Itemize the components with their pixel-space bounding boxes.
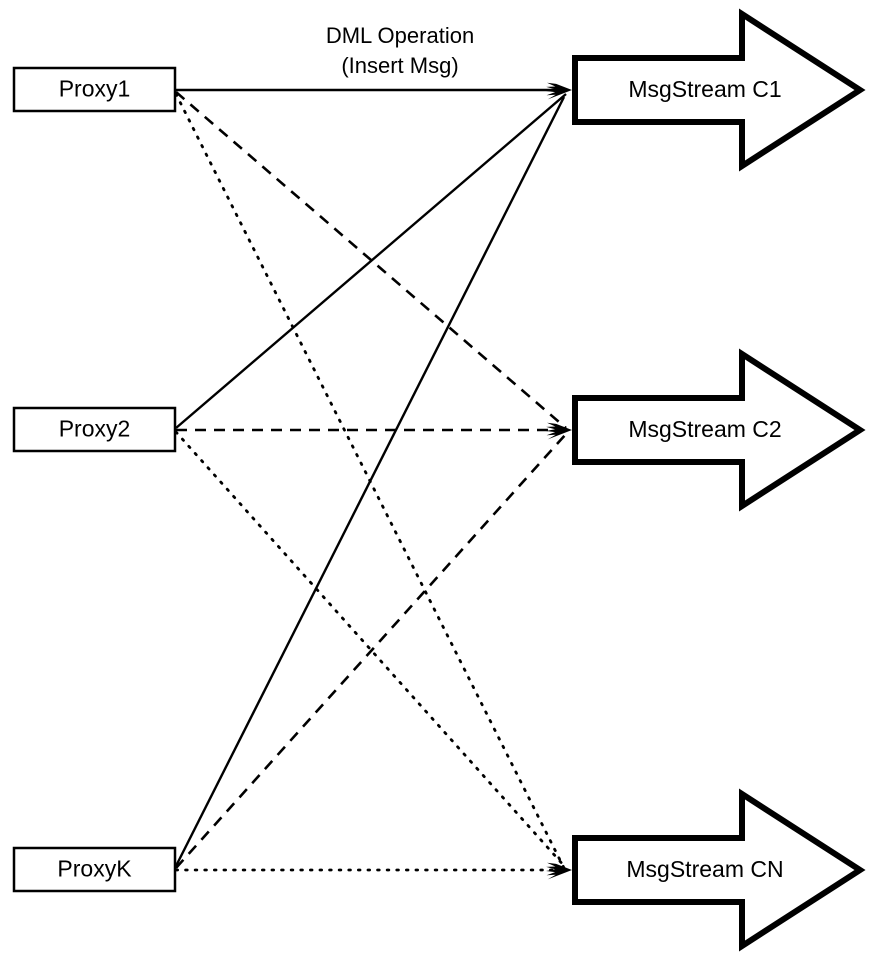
arrowhead-c1-icon: [546, 82, 572, 100]
link-proxy2-c1: [175, 93, 567, 429]
proxy-node-proxyK[interactable]: ProxyK: [12, 846, 177, 893]
proxy-label-proxy2: Proxy2: [59, 416, 131, 442]
block-arrow-icon-cn[interactable]: [572, 788, 866, 952]
proxy-label-proxy1: Proxy1: [59, 76, 131, 102]
arrowhead-group: [546, 82, 572, 880]
arrowhead-cn-icon: [546, 862, 572, 880]
block-arrow-icon-c1[interactable]: [572, 8, 866, 172]
proxy-node-proxy1[interactable]: Proxy1: [12, 66, 177, 113]
edge-annotation: DML Operation (Insert Msg): [326, 23, 474, 78]
stream-label-cn: MsgStream CN: [626, 856, 783, 882]
edge-label-line2: (Insert Msg): [341, 53, 458, 78]
block-arrow-icon-c2[interactable]: [572, 348, 866, 512]
stream-node-c2[interactable]: MsgStream C2: [572, 348, 866, 512]
stream-label-c2: MsgStream C2: [628, 416, 781, 442]
proxy-box-proxy2[interactable]: [12, 406, 177, 453]
link-proxy2-cn: [174, 430, 568, 870]
stream-node-c1[interactable]: MsgStream C1: [572, 8, 866, 172]
link-proxyK-c1: [174, 96, 566, 867]
link-proxyK-c2: [175, 433, 567, 869]
link-group: [174, 88, 570, 872]
proxy-node-proxy2[interactable]: Proxy2: [12, 406, 177, 453]
proxy-box-proxyK[interactable]: [12, 846, 177, 893]
stream-node-cn[interactable]: MsgStream CN: [572, 788, 866, 952]
stream-label-c1: MsgStream C1: [628, 76, 781, 102]
proxy-box-proxy1[interactable]: [12, 66, 177, 113]
edge-label-line1: DML Operation: [326, 23, 474, 48]
proxy-label-proxyK: ProxyK: [57, 856, 132, 882]
arrowhead-c2-icon: [546, 422, 572, 440]
